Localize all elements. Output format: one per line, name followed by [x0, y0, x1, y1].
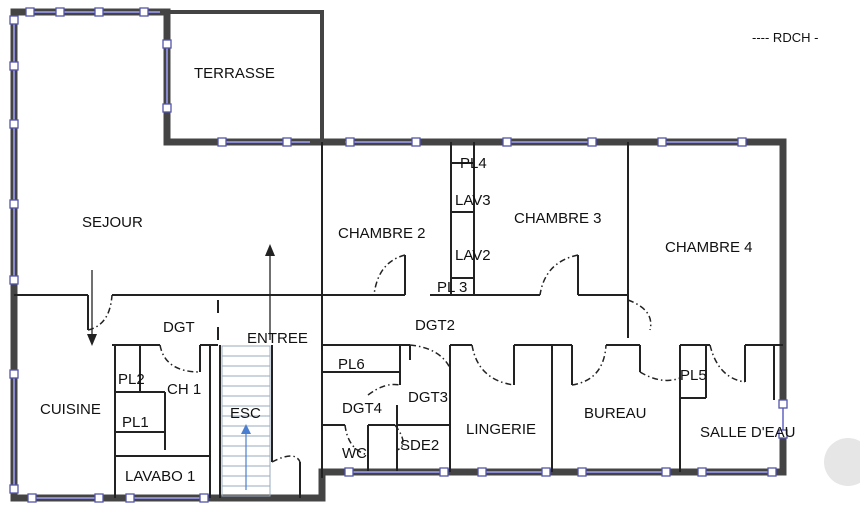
window-bead-markers: [9, 7, 788, 503]
corner-badge: [824, 438, 860, 486]
room-label-dgt3: DGT3: [408, 389, 448, 406]
room-label-lav2: LAV2: [455, 247, 491, 264]
room-labels: ---- RDCH - TERRASSE SEJOUR CHAMBRE 2 CH…: [40, 30, 818, 485]
interior-walls: [14, 142, 783, 498]
room-label-chambre2: CHAMBRE 2: [338, 225, 426, 242]
room-label-ch1: CH 1: [167, 381, 201, 398]
room-label-entree: ENTREE: [247, 330, 308, 347]
windows: [9, 7, 788, 503]
room-label-dgt2: DGT2: [415, 317, 455, 334]
doors: [87, 254, 746, 498]
room-label-bureau: BUREAU: [584, 405, 647, 422]
entree-arrow-icon: [265, 244, 275, 256]
room-label-chambre4: CHAMBRE 4: [665, 239, 753, 256]
room-label-terrasse: TERRASSE: [194, 65, 275, 82]
room-label-lav3: LAV3: [455, 192, 491, 209]
room-label-pl5: PL5: [680, 367, 707, 384]
stair-up-arrow-icon: [241, 424, 251, 434]
room-label-pl1: PL1: [122, 414, 149, 431]
room-label-esc: ESC: [230, 405, 261, 422]
cuisine-arrow-icon: [87, 334, 97, 346]
entrance-arrows: [87, 244, 275, 346]
room-label-salle-deau: SALLE D'EAU: [700, 424, 795, 441]
room-label-pl3: PL 3: [437, 279, 467, 296]
room-label-cuisine: CUISINE: [40, 401, 101, 418]
room-label-dgt: DGT: [163, 319, 195, 336]
room-label-lavabo1: LAVABO 1: [125, 468, 195, 485]
room-label-chambre3: CHAMBRE 3: [514, 210, 602, 227]
room-label-sejour: SEJOUR: [82, 214, 143, 231]
room-label-dgt4: DGT4: [342, 400, 382, 417]
staircase: [221, 345, 271, 497]
room-label-wc: WC: [342, 445, 367, 462]
room-label-pl2: PL2: [118, 371, 145, 388]
room-label-lingerie: LINGERIE: [466, 421, 536, 438]
room-label-pl6: PL6: [338, 356, 365, 373]
level-label: ---- RDCH -: [752, 30, 818, 45]
room-label-sde2: SDE2: [400, 437, 439, 454]
room-label-pl4: PL4: [460, 155, 487, 172]
